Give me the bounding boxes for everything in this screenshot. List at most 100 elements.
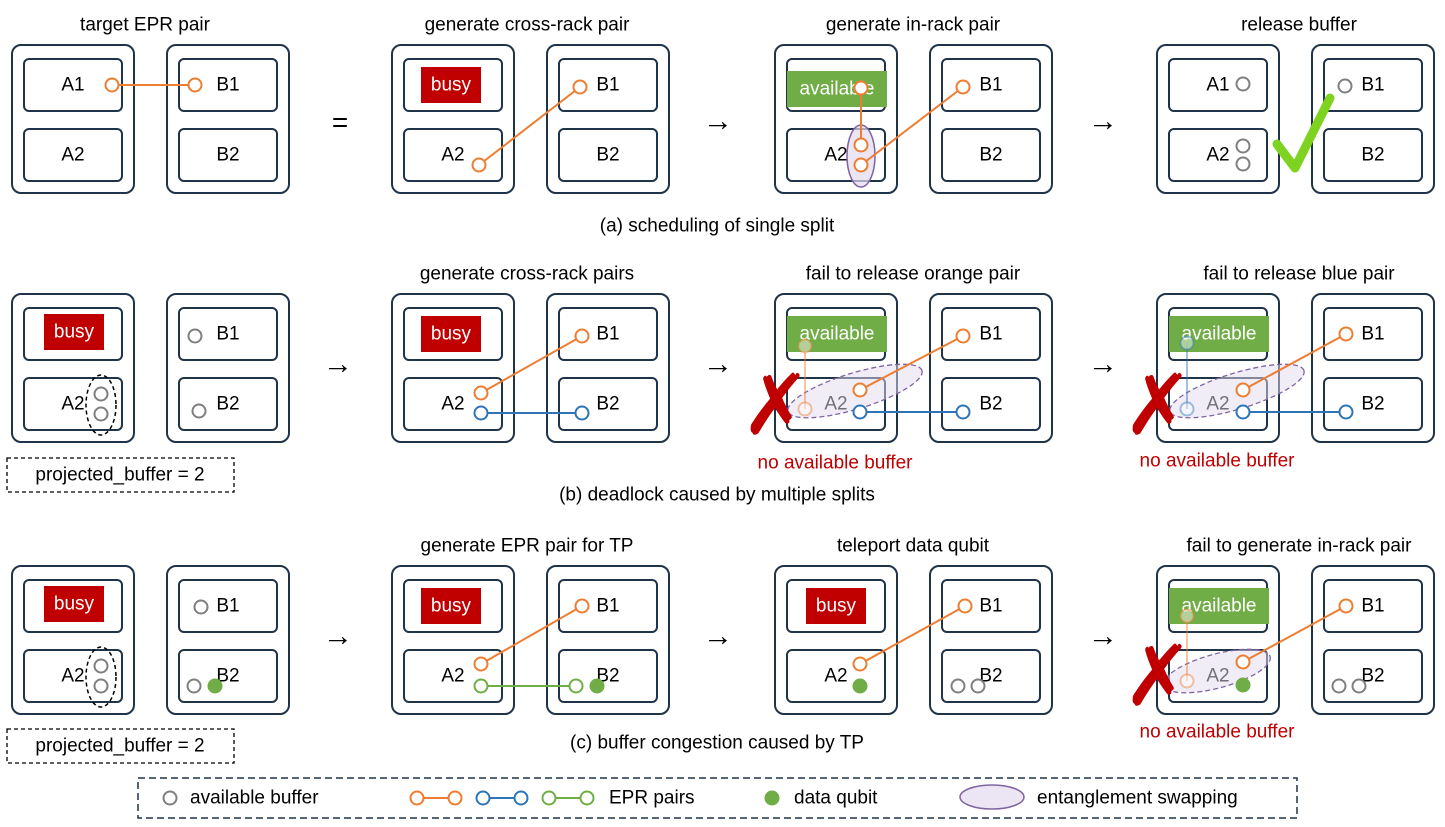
buffer-orange xyxy=(955,328,971,344)
available-block xyxy=(1169,588,1269,624)
rack-outline xyxy=(1311,293,1435,443)
rack-outline xyxy=(11,293,135,443)
data-qubit xyxy=(1235,677,1251,693)
data-qubit xyxy=(852,678,868,694)
rack-a: A2 xyxy=(774,565,898,715)
buffer-orange xyxy=(853,137,869,153)
epr-link-orange xyxy=(478,86,581,166)
buffer-orange-faded xyxy=(797,401,813,417)
buffer-blue xyxy=(1338,404,1354,420)
node-label-b1: B1 xyxy=(979,596,1002,617)
rack-a: A2 xyxy=(391,293,515,443)
rack-outline xyxy=(391,44,515,194)
node-label-a2: A2 xyxy=(61,145,84,166)
buffer-blue xyxy=(1235,404,1251,420)
stage-title: fail to generate in-rack pair xyxy=(1187,536,1413,557)
buffer-orange-faded xyxy=(1179,608,1195,624)
busy-label: busy xyxy=(431,75,472,96)
node-label-b2: B2 xyxy=(1361,666,1384,687)
rack-outline xyxy=(11,565,135,715)
rack-outline xyxy=(391,293,515,443)
arrow: → xyxy=(1088,105,1118,138)
buffer-available xyxy=(1331,678,1347,694)
buffer-available xyxy=(1337,78,1353,94)
node-label-b2: B2 xyxy=(979,394,1002,415)
node-label-b1: B1 xyxy=(216,324,239,345)
no-buffer-warning: no available buffer xyxy=(758,453,914,474)
available-block xyxy=(787,316,887,352)
upper-node xyxy=(1323,307,1423,361)
rack-outline xyxy=(1311,565,1435,715)
stage-title: fail to release blue pair xyxy=(1203,264,1395,285)
rack-outline xyxy=(166,565,290,715)
equals-sign: = xyxy=(332,107,348,138)
upper-node xyxy=(1168,58,1268,112)
buffer-orange xyxy=(852,382,868,398)
buffer-orange xyxy=(574,598,590,614)
upper-node xyxy=(558,307,658,361)
arrow: → xyxy=(323,620,353,653)
rack-outline xyxy=(929,293,1053,443)
busy-block xyxy=(421,588,481,624)
buffer-available xyxy=(191,403,207,419)
swapping-group-outline xyxy=(85,374,117,436)
available-label: available xyxy=(1182,324,1257,345)
buffer-available xyxy=(187,328,203,344)
node-label-a2: A2 xyxy=(61,394,84,415)
buffer-orange xyxy=(104,77,120,93)
busy-label: busy xyxy=(431,596,472,617)
rack-outline xyxy=(929,44,1053,194)
legend-epr-end xyxy=(579,790,595,806)
legend-entanglement-swapping: entanglement swapping xyxy=(1037,788,1238,809)
upper-node xyxy=(178,307,278,361)
buffer-orange xyxy=(187,77,203,93)
rack-a: A2 xyxy=(391,44,515,194)
buffer-orange xyxy=(1338,326,1354,342)
node-label-a2: A2 xyxy=(441,145,464,166)
rack-outline xyxy=(391,565,515,715)
node-label-b1: B1 xyxy=(596,596,619,617)
rack-a: A2 xyxy=(11,293,135,443)
lower-node xyxy=(403,128,503,182)
swapping-group-outline xyxy=(85,646,117,708)
rack-a: A2 xyxy=(391,565,515,715)
node-label-b1: B1 xyxy=(1361,324,1384,345)
legend-data-qubit: data qubit xyxy=(794,788,878,809)
available-label: available xyxy=(800,324,875,345)
buffer-blue xyxy=(955,404,971,420)
stage-title: generate in-rack pair xyxy=(826,15,1001,36)
buffer-blue xyxy=(473,405,489,421)
upper-node xyxy=(1323,579,1423,633)
upper-node xyxy=(23,579,123,633)
rack-outline xyxy=(11,44,135,194)
no-buffer-warning: no available buffer xyxy=(1140,722,1296,743)
busy-label: busy xyxy=(54,594,95,615)
busy-block xyxy=(421,316,481,352)
epr-link-orange xyxy=(859,605,966,665)
node-label-b2: B2 xyxy=(216,394,239,415)
node-label-a1: A1 xyxy=(1206,75,1229,96)
lower-node xyxy=(1323,649,1423,703)
node-label-b2: B2 xyxy=(979,145,1002,166)
projected-buffer-label: projected_buffer = 2 xyxy=(35,736,204,757)
buffer-available xyxy=(1351,678,1367,694)
epr-link-orange xyxy=(480,335,583,394)
buffer-orange-faded xyxy=(1179,673,1195,689)
node-label-a2: A2 xyxy=(824,145,847,166)
node-label-b2: B2 xyxy=(216,145,239,166)
stage-title: release buffer xyxy=(1241,15,1358,36)
rack-outline xyxy=(546,44,670,194)
node-label-b2: B2 xyxy=(216,666,239,687)
buffer-orange xyxy=(1235,654,1251,670)
node-label-b2: B2 xyxy=(979,666,1002,687)
busy-block xyxy=(806,588,866,624)
projected-buffer-box xyxy=(6,457,235,493)
failure-cross: ✗ xyxy=(741,358,811,452)
lower-node xyxy=(403,649,503,703)
